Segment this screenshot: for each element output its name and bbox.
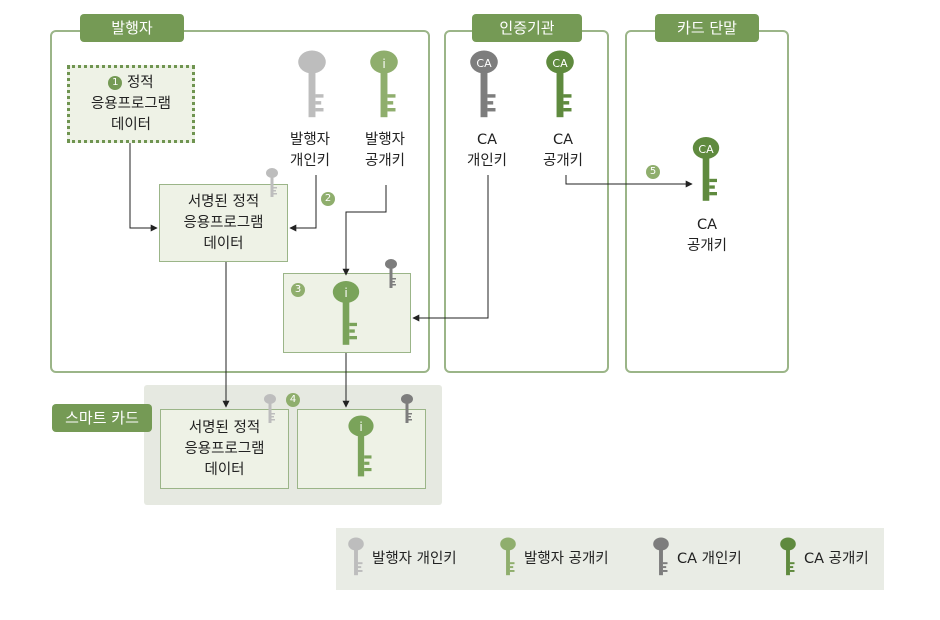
signed-data-line3: 데이터 xyxy=(203,235,244,252)
smartcard-tag: 스마트 카드 xyxy=(52,404,152,432)
static-app-data-line2: 응용프로그램 xyxy=(90,95,172,112)
terminal-tag: 카드 단말 xyxy=(655,14,759,42)
arrow-issuer-public-to-cert xyxy=(342,185,387,276)
card-ca-private-small-key-icon xyxy=(401,394,413,423)
issuer-tag: 발행자 xyxy=(80,14,184,42)
step-1-badge: 1 xyxy=(108,75,123,90)
ca-public-key-label-line2: 공개키 xyxy=(542,153,584,169)
legend-issuer-public-label: 발행자 공개키 xyxy=(524,551,609,567)
ca-tag: 인증기관 xyxy=(472,14,582,42)
legend-issuer-public-key-icon xyxy=(500,537,516,576)
issuer-public-key-label: 발행자 공개키 xyxy=(350,130,420,172)
terminal-ca-key-glyph: CA xyxy=(698,143,714,156)
card-signed-small-key-icon xyxy=(264,394,276,423)
issuer-private-key-icon xyxy=(298,50,326,118)
issuer-region xyxy=(50,30,430,373)
ca-private-key-label-line2: 개인키 xyxy=(466,153,508,169)
issuer-public-key-glyph: i xyxy=(382,57,385,71)
signed-data-small-key-icon xyxy=(266,168,278,197)
terminal-ca-public-key-label-line2: 공개키 xyxy=(686,238,728,254)
ca-private-key-label-line1: CA xyxy=(476,132,498,148)
static-app-data-line3: 데이터 xyxy=(110,116,152,133)
card-signed-data-box: 서명된 정적 응용프로그램 데이터 xyxy=(160,409,289,489)
issuer-private-key-label: 발행자 개인키 xyxy=(275,130,345,172)
cert-issuer-key-glyph: i xyxy=(344,286,347,300)
terminal-ca-public-key-label-line1: CA xyxy=(696,217,718,233)
step-2-badge: 2 xyxy=(321,192,335,206)
legend: 발행자 개인키 발행자 공개키 CA 개인키 CA 공개키 xyxy=(336,528,884,590)
step-3-badge: 3 xyxy=(291,283,305,297)
signed-data-line1: 서명된 정적 xyxy=(187,193,260,210)
card-signed-data-line3: 데이터 xyxy=(204,461,245,478)
legend-ca-private-label: CA 개인키 xyxy=(677,551,742,567)
card-signed-data-line1: 서명된 정적 xyxy=(188,419,261,436)
arrow-issuer-private-to-signed xyxy=(289,175,317,232)
signed-data-box: 서명된 정적 응용프로그램 데이터 xyxy=(159,184,288,262)
signed-data-line2: 응용프로그램 xyxy=(183,214,264,231)
static-app-data-box: 1 정적 응용프로그램 데이터 xyxy=(67,65,195,143)
ca-public-key-label: CA 공개키 xyxy=(528,130,598,172)
issuer-public-key-label-line1: 발행자 xyxy=(364,132,406,148)
legend-ca-public-label: CA 공개키 xyxy=(804,551,869,567)
card-issuer-key-glyph: i xyxy=(359,420,362,434)
terminal-ca-public-key-label: CA 공개키 xyxy=(672,215,742,257)
legend-issuer-private-key-icon xyxy=(348,537,364,576)
ca-public-key-glyph: CA xyxy=(552,57,568,70)
ca-public-key-label-line1: CA xyxy=(552,132,574,148)
cert-ca-private-small-key-icon xyxy=(385,259,397,288)
legend-ca-public-key-icon xyxy=(780,537,796,576)
arrow-ca-public-to-terminal xyxy=(565,175,693,188)
arrow-data-to-signed xyxy=(129,143,158,232)
legend-ca-private-key-icon xyxy=(653,537,669,576)
issuer-private-key-label-line2: 개인키 xyxy=(289,153,331,169)
issuer-private-key-label-line1: 발행자 xyxy=(289,132,331,148)
step-5-badge: 5 xyxy=(646,165,660,179)
card-signed-data-line2: 응용프로그램 xyxy=(184,440,265,457)
ca-private-key-glyph: CA xyxy=(476,57,492,70)
legend-issuer-private-label: 발행자 개인키 xyxy=(372,551,457,567)
static-app-data-line1: 정적 xyxy=(126,74,154,91)
ca-private-key-label: CA 개인키 xyxy=(452,130,522,172)
step-4-badge: 4 xyxy=(286,393,300,407)
issuer-public-key-label-line2: 공개키 xyxy=(364,153,406,169)
arrow-ca-private-to-cert xyxy=(412,175,489,322)
